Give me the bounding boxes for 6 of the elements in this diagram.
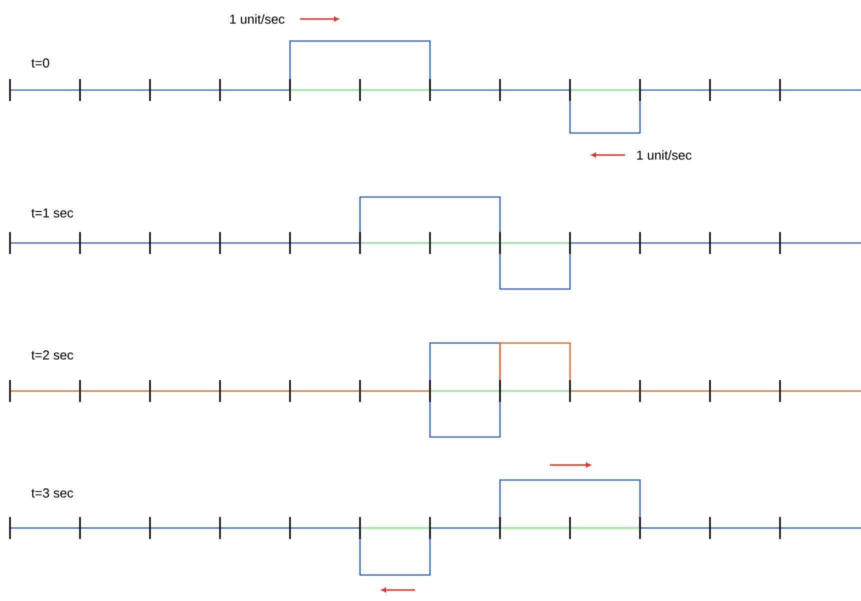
time-label: t=1 sec [31, 208, 74, 218]
time-label: t=3 sec [31, 488, 74, 498]
speed-label: 1 unit/sec [637, 150, 692, 160]
speed-label: 1 unit/sec [230, 14, 284, 24]
time-label: t=0 [31, 58, 50, 68]
time-label: t=2 sec [31, 350, 74, 360]
